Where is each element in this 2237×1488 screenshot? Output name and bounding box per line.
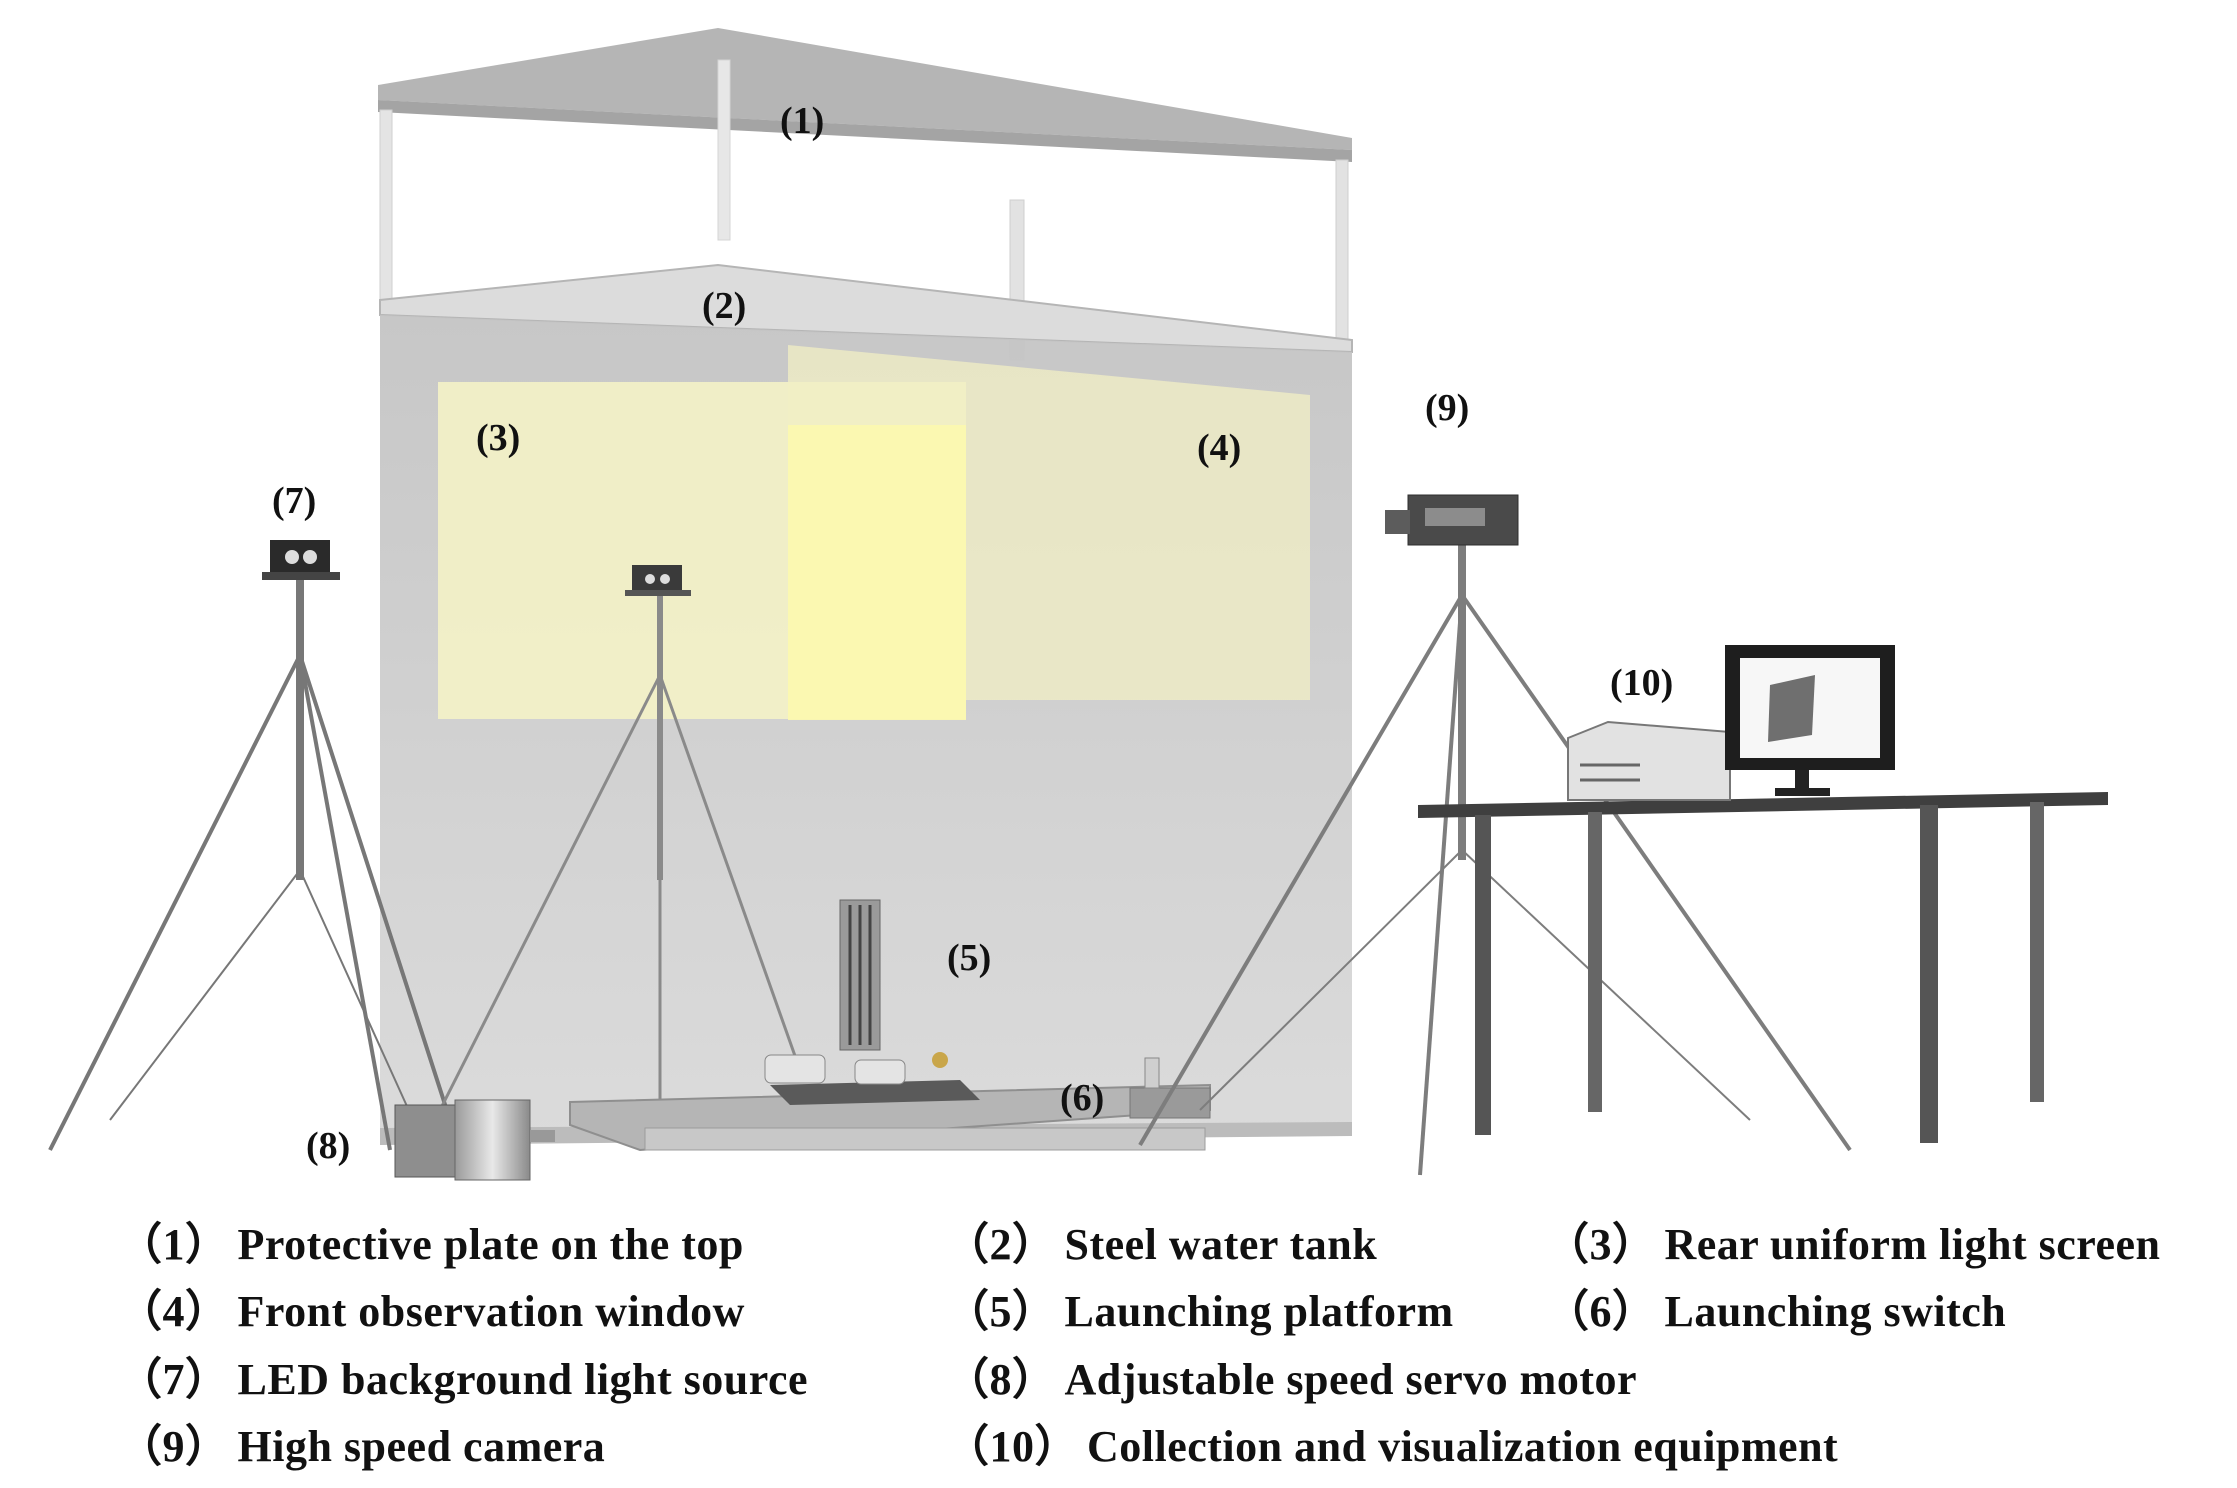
legend-number: （5） [945,1287,1057,1336]
callout-1: (1) [780,100,824,142]
callout-8: (8) [306,1125,350,1167]
legend-item-7: （7）LED background light source [118,1343,808,1407]
legend-item-1: （1）Protective plate on the top [118,1208,744,1272]
launching-rail [569,1083,1211,1152]
callout-4: (4) [1197,427,1241,469]
legend-label: High speed camera [237,1422,606,1471]
legend-number: （6） [1545,1287,1657,1336]
legend-number: （4） [118,1287,230,1336]
legend-item-4: （4）Front observation window [118,1275,745,1339]
legend-number: （10） [945,1422,1079,1471]
servo-motor [394,1099,555,1181]
monitor [1725,645,1895,796]
led-light-tripod-front [48,575,452,1151]
launching-platform [764,899,980,1105]
legend-number: （1） [118,1220,230,1269]
legend-item-3: （3）Rear uniform light screen [1545,1208,2161,1272]
callout-5: (5) [947,937,991,979]
legend-label: Launching platform [1064,1287,1454,1336]
legend-label: Steel water tank [1064,1220,1378,1269]
legend-label: Collection and visualization equipment [1087,1422,1839,1471]
legend-label: Front observation window [237,1287,745,1336]
legend-number: （9） [118,1422,230,1471]
callout-2: (2) [702,285,746,327]
led-light-tripod-rear [438,595,802,1111]
legend-label: Adjustable speed servo motor [1064,1355,1638,1404]
protective-plate [378,28,1352,361]
legend-item-5: （5）Launching platform [945,1275,1454,1339]
window-overlap [788,425,966,720]
callout-9: (9) [1425,387,1469,429]
legend-item-8: （8）Adjustable speed servo motor [945,1343,1637,1407]
legend-item-9: （9）High speed camera [118,1410,605,1474]
legend-number: （8） [945,1355,1057,1404]
callout-6: (6) [1060,1077,1104,1119]
legend-number: （7） [118,1355,230,1404]
legend-item-10: （10）Collection and visualization equipme… [945,1410,1838,1474]
callout-10: (10) [1610,662,1673,704]
legend-label: Rear uniform light screen [1664,1220,2161,1269]
legend-label: LED background light source [237,1355,809,1404]
legend-label: Launching switch [1664,1287,2007,1336]
callout-3: (3) [476,417,520,459]
legend-item-6: （6）Launching switch [1545,1275,2006,1339]
high-speed-camera [1385,494,1519,546]
callout-7: (7) [272,480,316,522]
experimental-setup-diagram: (1) (2) (3) (4) (5) (6) (7) (8) (9) (10) [48,28,2108,1181]
table [1418,792,2108,1143]
led-light-source-rear [625,565,691,596]
legend-item-2: （2）Steel water tank [945,1208,1377,1272]
legend-label: Protective plate on the top [237,1220,744,1269]
data-acquisition-box [1567,720,1731,801]
led-light-source-front [262,540,340,580]
legend-number: （3） [1545,1220,1657,1269]
legend-number: （2） [945,1220,1057,1269]
